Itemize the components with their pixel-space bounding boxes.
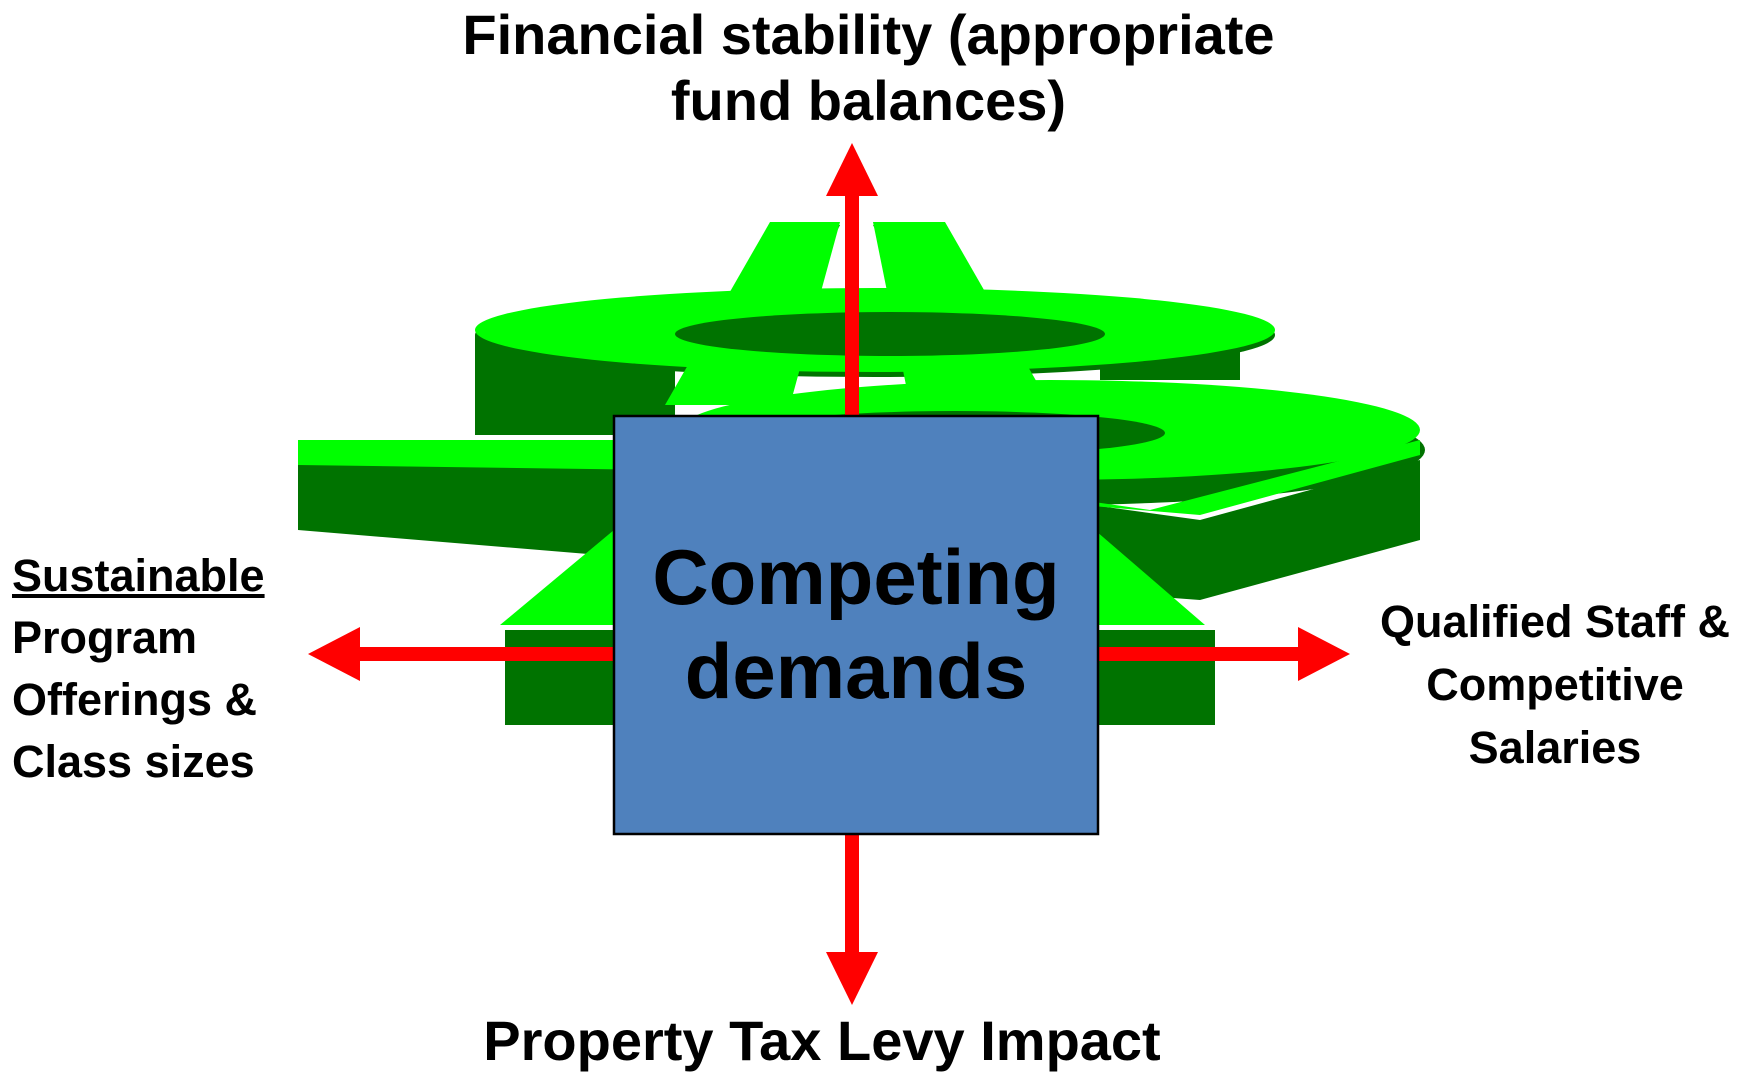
label-left-line-2: Offerings & (12, 674, 258, 726)
label-qualified-staff: Qualified Staff & Competitive Salaries (1360, 590, 1749, 779)
label-right-line-2: Competitive (1426, 659, 1684, 710)
competing-demands-label: Competing demands (614, 416, 1098, 834)
label-property-tax: Property Tax Levy Impact (0, 1008, 1749, 1074)
arrows (308, 143, 1350, 1005)
arrow-right (1095, 627, 1350, 681)
competing-demands-box (612, 414, 1100, 836)
label-sustainable-programs: Sustainable Program Offerings & Class si… (12, 545, 265, 793)
label-left-line-3: Class sizes (12, 736, 255, 788)
dollar-strike-left-face (665, 222, 840, 405)
label-left-underlined: Sustainable (12, 550, 265, 601)
label-bottom-text: Property Tax Levy Impact (483, 1009, 1161, 1072)
label-left-line-1: Program (12, 612, 198, 664)
arrow-up (826, 143, 878, 415)
arrow-left (308, 627, 615, 681)
center-line-2: demands (684, 627, 1028, 715)
label-top-line-2: fund balances) (670, 69, 1067, 133)
label-right-line-3: Salaries (1468, 722, 1642, 773)
arrow-down (826, 830, 878, 1005)
center-line-1: Competing (652, 533, 1060, 622)
dollar-top-hole (675, 312, 1105, 356)
label-top-line-1: Financial stability (appropriate (462, 3, 1275, 66)
label-financial-stability: Financial stability (appropriate fund ba… (0, 2, 1749, 134)
label-right-line-1: Qualified Staff & (1379, 596, 1731, 647)
